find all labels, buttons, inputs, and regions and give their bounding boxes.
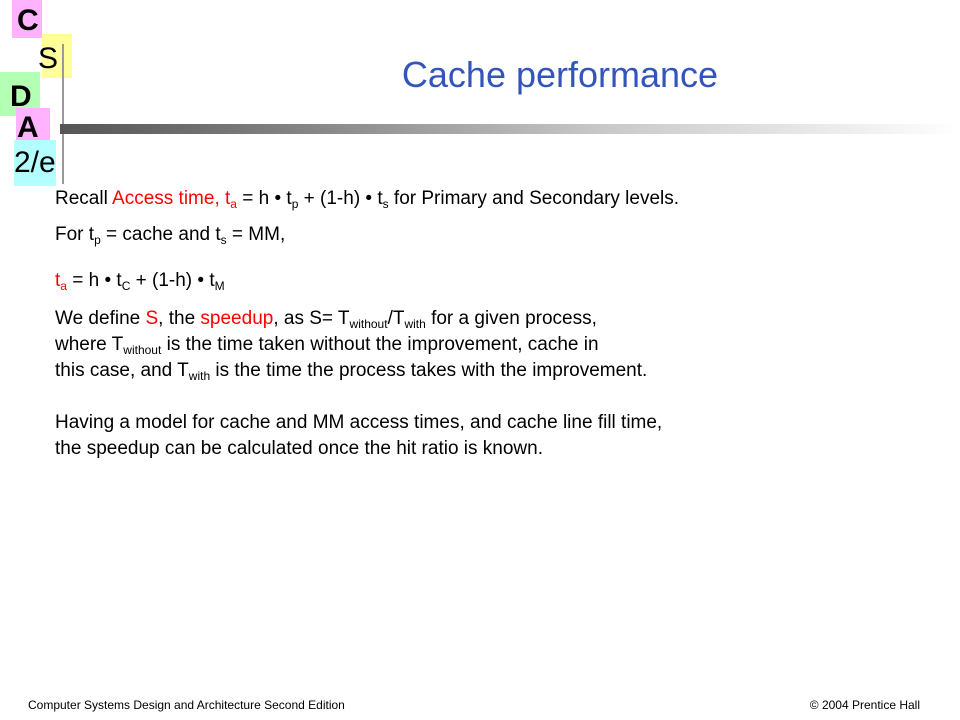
formula-t: t (55, 270, 61, 291)
for-tp-post: = MM, (226, 224, 286, 245)
recall-sub-s: s (382, 197, 389, 211)
recall-pre: Recall (55, 188, 113, 209)
formula-mid2: + (1-h) • t (130, 270, 215, 291)
recall-sub-p: p (291, 197, 299, 211)
for-tp-pre: For t (55, 224, 95, 245)
recall-mid1: = h • t (236, 188, 292, 209)
define-line-1: We define S, the speedup, as S= Twithout… (55, 306, 935, 332)
logo-vertical-line (62, 44, 64, 184)
define2-sub-without: without (123, 343, 162, 357)
logo-block-2e (14, 140, 56, 186)
logo-letter-2e: 2/e (14, 146, 56, 179)
define1-pre: We define (55, 308, 146, 329)
title-rule (60, 124, 960, 134)
recall-post: for Primary and Secondary levels. (388, 188, 680, 209)
define1-post: for a given process, (425, 308, 597, 329)
access-time-label: Access time, ta (112, 188, 237, 211)
define1-mid2: , as S= T (273, 308, 350, 329)
logo-letter-a: A (17, 111, 39, 144)
recall-mid2: + (1-h) • t (298, 188, 383, 209)
having-line-1: Having a model for cache and MM access t… (55, 412, 663, 433)
speedup-term: speedup (200, 308, 274, 329)
recall-line: Recall Access time, ta = h • tp + (1-h) … (55, 186, 935, 212)
speedup-symbol: S (145, 308, 159, 329)
define1-mid1: , the (158, 308, 201, 329)
logo-block-c (12, 0, 42, 38)
define2-post: is the time taken without the improvemen… (161, 334, 599, 355)
for-tp-sub-p: p (94, 233, 101, 247)
formula-mid1: = h • t (66, 270, 122, 291)
define1-sub-without: without (349, 317, 388, 331)
formula-sub-m: M (214, 279, 225, 293)
define1-sub-with: with (404, 317, 426, 331)
footer-book-title: Computer Systems Design and Architecture… (28, 698, 345, 712)
having-line-2: the speedup can be calculated once the h… (55, 438, 543, 459)
define2-pre: where T (55, 334, 124, 355)
slide-content: Recall Access time, ta = h • tp + (1-h) … (55, 186, 935, 462)
for-tp-mid: = cache and t (100, 224, 221, 245)
for-tp-line: For tp = cache and ts = MM, (55, 222, 935, 248)
logo-letter-c: C (17, 4, 39, 37)
define3-pre: this case, and T (55, 360, 189, 381)
footer-copyright: © 2004 Prentice Hall (809, 698, 920, 712)
logo-letter-s: S (38, 42, 59, 75)
define3-post: is the time the process takes with the i… (210, 360, 648, 381)
formula-sub-c: C (121, 279, 131, 293)
logo-letter-d: D (10, 80, 32, 113)
define1-mid3: /T (387, 308, 405, 329)
formula-line: ta = h • tC + (1-h) • tM (55, 268, 935, 294)
formula-sub-a: a (60, 279, 67, 293)
define3-sub-with: with (188, 369, 211, 383)
csda-logo: C S D A 2/e (0, 0, 80, 190)
logo-block-s (42, 34, 72, 78)
slide-title: Cache performance (401, 54, 719, 95)
define-line-3: this case, and Twith is the time the pro… (55, 358, 935, 384)
for-tp-sub-s: s (220, 233, 227, 247)
define-line-2: where Twithout is the time taken without… (55, 332, 935, 358)
